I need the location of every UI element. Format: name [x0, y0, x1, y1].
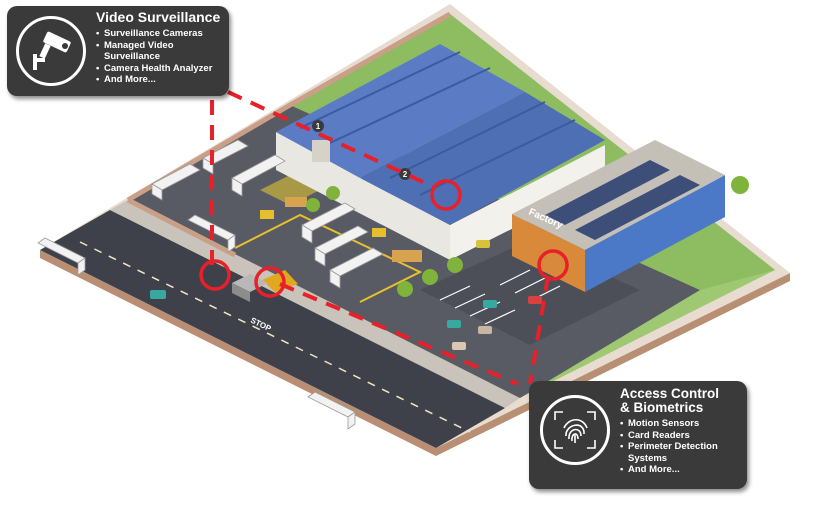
- warehouse-roof-2: [360, 92, 605, 225]
- list-item: Managed Video Surveillance: [96, 40, 228, 63]
- list-item: Surveillance Cameras: [96, 28, 228, 40]
- list-item: Camera Health Analyzer: [96, 63, 228, 75]
- door-number-badge: [312, 120, 324, 132]
- warehouse-front-wall: [276, 132, 450, 260]
- parking-lines: [439, 269, 561, 325]
- feature-list: Surveillance Cameras Managed Video Surve…: [96, 28, 228, 86]
- road: [40, 210, 505, 448]
- factory-solar-panels: [545, 160, 700, 240]
- forklift: [260, 210, 386, 237]
- perimeter-fence-front: [126, 197, 237, 258]
- cctv-camera-icon: [16, 16, 86, 86]
- feature-list: Motion Sensors Card Readers Perimeter De…: [620, 418, 742, 476]
- site-ground-side: [40, 250, 790, 456]
- factory-glass-wall: [585, 175, 725, 292]
- fingerprint-icon: [540, 395, 610, 465]
- callout-title-line2: & Biometrics: [620, 400, 704, 415]
- highlight-circles: [199, 179, 569, 298]
- camera-highlight: [430, 179, 462, 211]
- list-item: Perimeter Detection Systems: [620, 441, 742, 464]
- access-control-callout: Access Control & Biometrics Motion Senso…: [529, 381, 747, 489]
- truck: [307, 391, 356, 430]
- booth-highlight: [254, 266, 286, 298]
- trees: [306, 176, 749, 297]
- truck: [37, 237, 86, 276]
- truck: [231, 154, 286, 197]
- loading-door: [312, 140, 330, 162]
- truck: [202, 139, 249, 175]
- gate-highlight: [199, 259, 231, 291]
- list-item: And More...: [96, 74, 228, 86]
- cargo-crates: [285, 197, 422, 262]
- warehouse-side-wall: [450, 145, 605, 260]
- connector-lines: [210, 90, 550, 386]
- door-reader-highlight: [537, 249, 569, 281]
- truck: [151, 163, 201, 201]
- video-surveillance-callout: Video Surveillance Surveillance Cameras …: [7, 6, 229, 96]
- door-number-badge: [399, 168, 411, 180]
- lane-marking: [234, 213, 423, 303]
- callout-title: Access Control: [620, 386, 720, 401]
- cars: [150, 240, 542, 350]
- truck: [301, 202, 384, 289]
- callout-title: Video Surveillance: [96, 9, 221, 25]
- list-item: Card Readers: [620, 430, 742, 442]
- list-item: Motion Sensors: [620, 418, 742, 430]
- door-number-label: 2: [403, 170, 408, 179]
- door-number-label: 1: [316, 122, 321, 131]
- list-item: And More...: [620, 464, 742, 476]
- guard-booth-wall: [232, 283, 250, 302]
